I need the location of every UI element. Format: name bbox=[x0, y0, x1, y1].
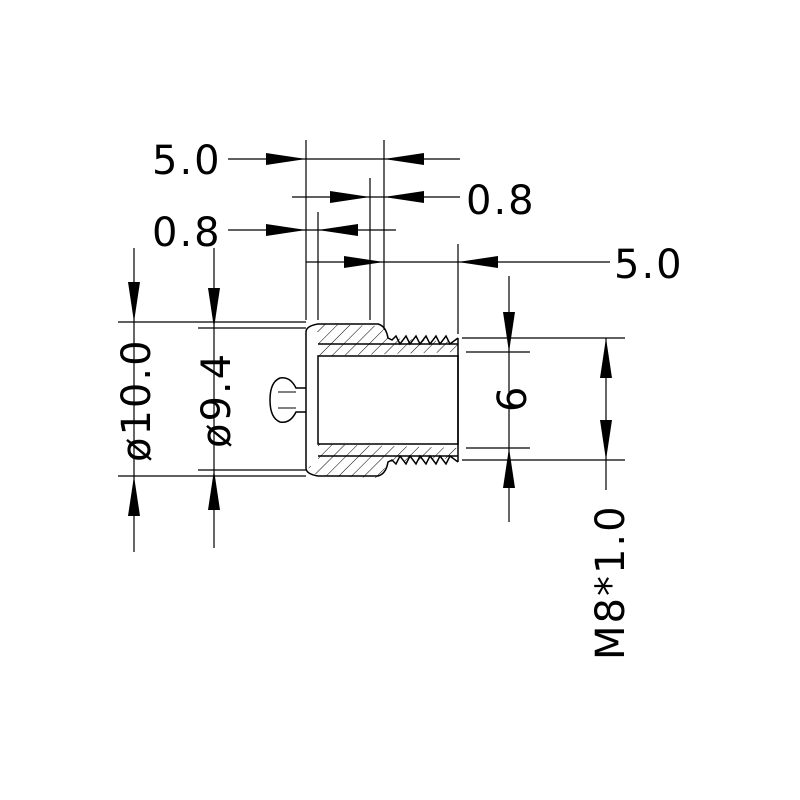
dim-flange-left: 0.8 bbox=[152, 210, 222, 256]
upper-wall-hatch bbox=[306, 324, 458, 356]
bore bbox=[317, 355, 459, 445]
dim-thread-right: 0.8 bbox=[466, 178, 536, 224]
outer-contour-bottom bbox=[305, 454, 459, 477]
dim-top-width: 5.0 bbox=[152, 138, 222, 184]
part-section bbox=[269, 323, 459, 478]
dim-flange-diameter: ø9.4 bbox=[194, 352, 240, 448]
dim-thread-spec: M8*1.0 bbox=[588, 504, 634, 660]
dimension-lines bbox=[118, 140, 625, 552]
outer-contour bbox=[305, 323, 459, 346]
dim-body-length: 5.0 bbox=[614, 242, 684, 288]
lower-wall-hatch bbox=[306, 444, 458, 478]
knob bbox=[269, 376, 306, 424]
dim-outer-diameter: ø10.0 bbox=[114, 338, 160, 462]
dim-bore-diameter: 6 bbox=[490, 385, 536, 412]
